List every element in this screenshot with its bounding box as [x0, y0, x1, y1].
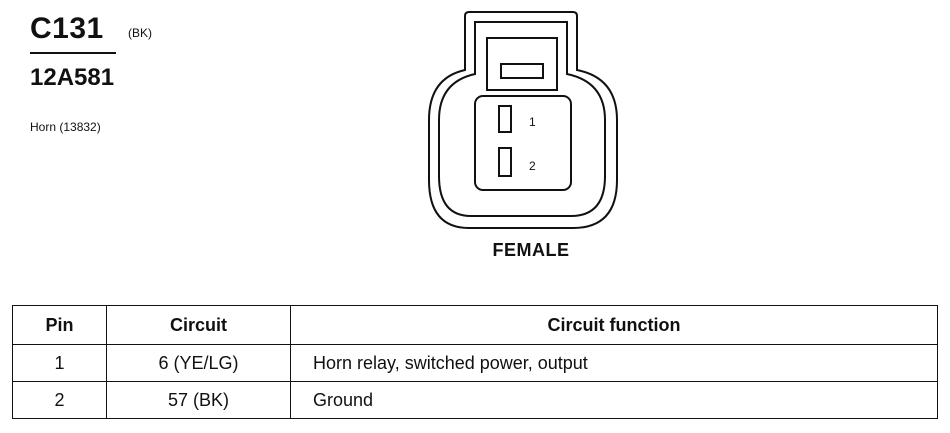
table-row: 1 6 (YE/LG) Horn relay, switched power, …: [12, 344, 938, 382]
pin-cavity-2: [498, 147, 512, 177]
connector-inner-housing: [438, 21, 606, 217]
pin-label-1: 1: [529, 115, 536, 129]
connector-id-underline: [30, 52, 116, 54]
cell-function: Ground: [290, 381, 938, 419]
pin-cavity-1: [498, 105, 512, 133]
table-row: 2 57 (BK) Ground: [12, 381, 938, 419]
terminal-cavity-block: [474, 95, 572, 191]
connector-face-diagram: 1 2: [428, 11, 618, 229]
cell-circuit: 57 (BK): [106, 381, 291, 419]
connector-outer-housing: [428, 11, 618, 229]
header-circuit: Circuit: [106, 305, 291, 345]
connector-gender-label: FEMALE: [492, 240, 570, 260]
cell-pin: 2: [12, 381, 107, 419]
component-name: Horn (13832): [30, 120, 101, 134]
header-pin: Pin: [12, 305, 107, 345]
cell-circuit: 6 (YE/LG): [106, 344, 291, 382]
pinout-table: Pin Circuit Circuit function 1 6 (YE/LG)…: [12, 305, 938, 419]
cell-function: Horn relay, switched power, output: [290, 344, 938, 382]
connector-latch-window: [500, 63, 544, 79]
connector-latch: [486, 37, 558, 91]
part-number: 12A581: [30, 64, 115, 91]
connector-id: C131: [30, 12, 104, 45]
connector-color: (BK): [128, 26, 152, 40]
table-header-row: Pin Circuit Circuit function: [12, 305, 938, 345]
header-circuit-function: Circuit function: [290, 305, 938, 345]
cell-pin: 1: [12, 344, 107, 382]
pin-label-2: 2: [529, 159, 536, 173]
